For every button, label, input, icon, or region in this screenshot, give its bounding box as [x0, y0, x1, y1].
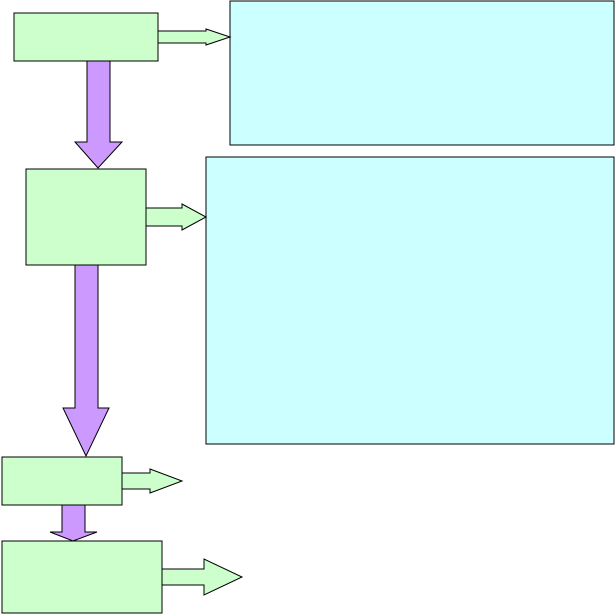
- down-arrow-2: [62, 264, 110, 458]
- step-box-3: [1, 456, 123, 506]
- down-arrow-3: [49, 504, 98, 542]
- step-box-2: [25, 168, 147, 266]
- side-arrow-4: [161, 558, 244, 596]
- side-arrow-2: [145, 203, 208, 231]
- down-arrow-1: [73, 60, 124, 169]
- step-box-4: [1, 540, 163, 614]
- note-box-1: [229, 0, 615, 146]
- step-box-1: [13, 12, 159, 62]
- side-arrow-1: [157, 28, 232, 46]
- side-arrow-3: [121, 468, 184, 494]
- note-box-2: [205, 156, 615, 445]
